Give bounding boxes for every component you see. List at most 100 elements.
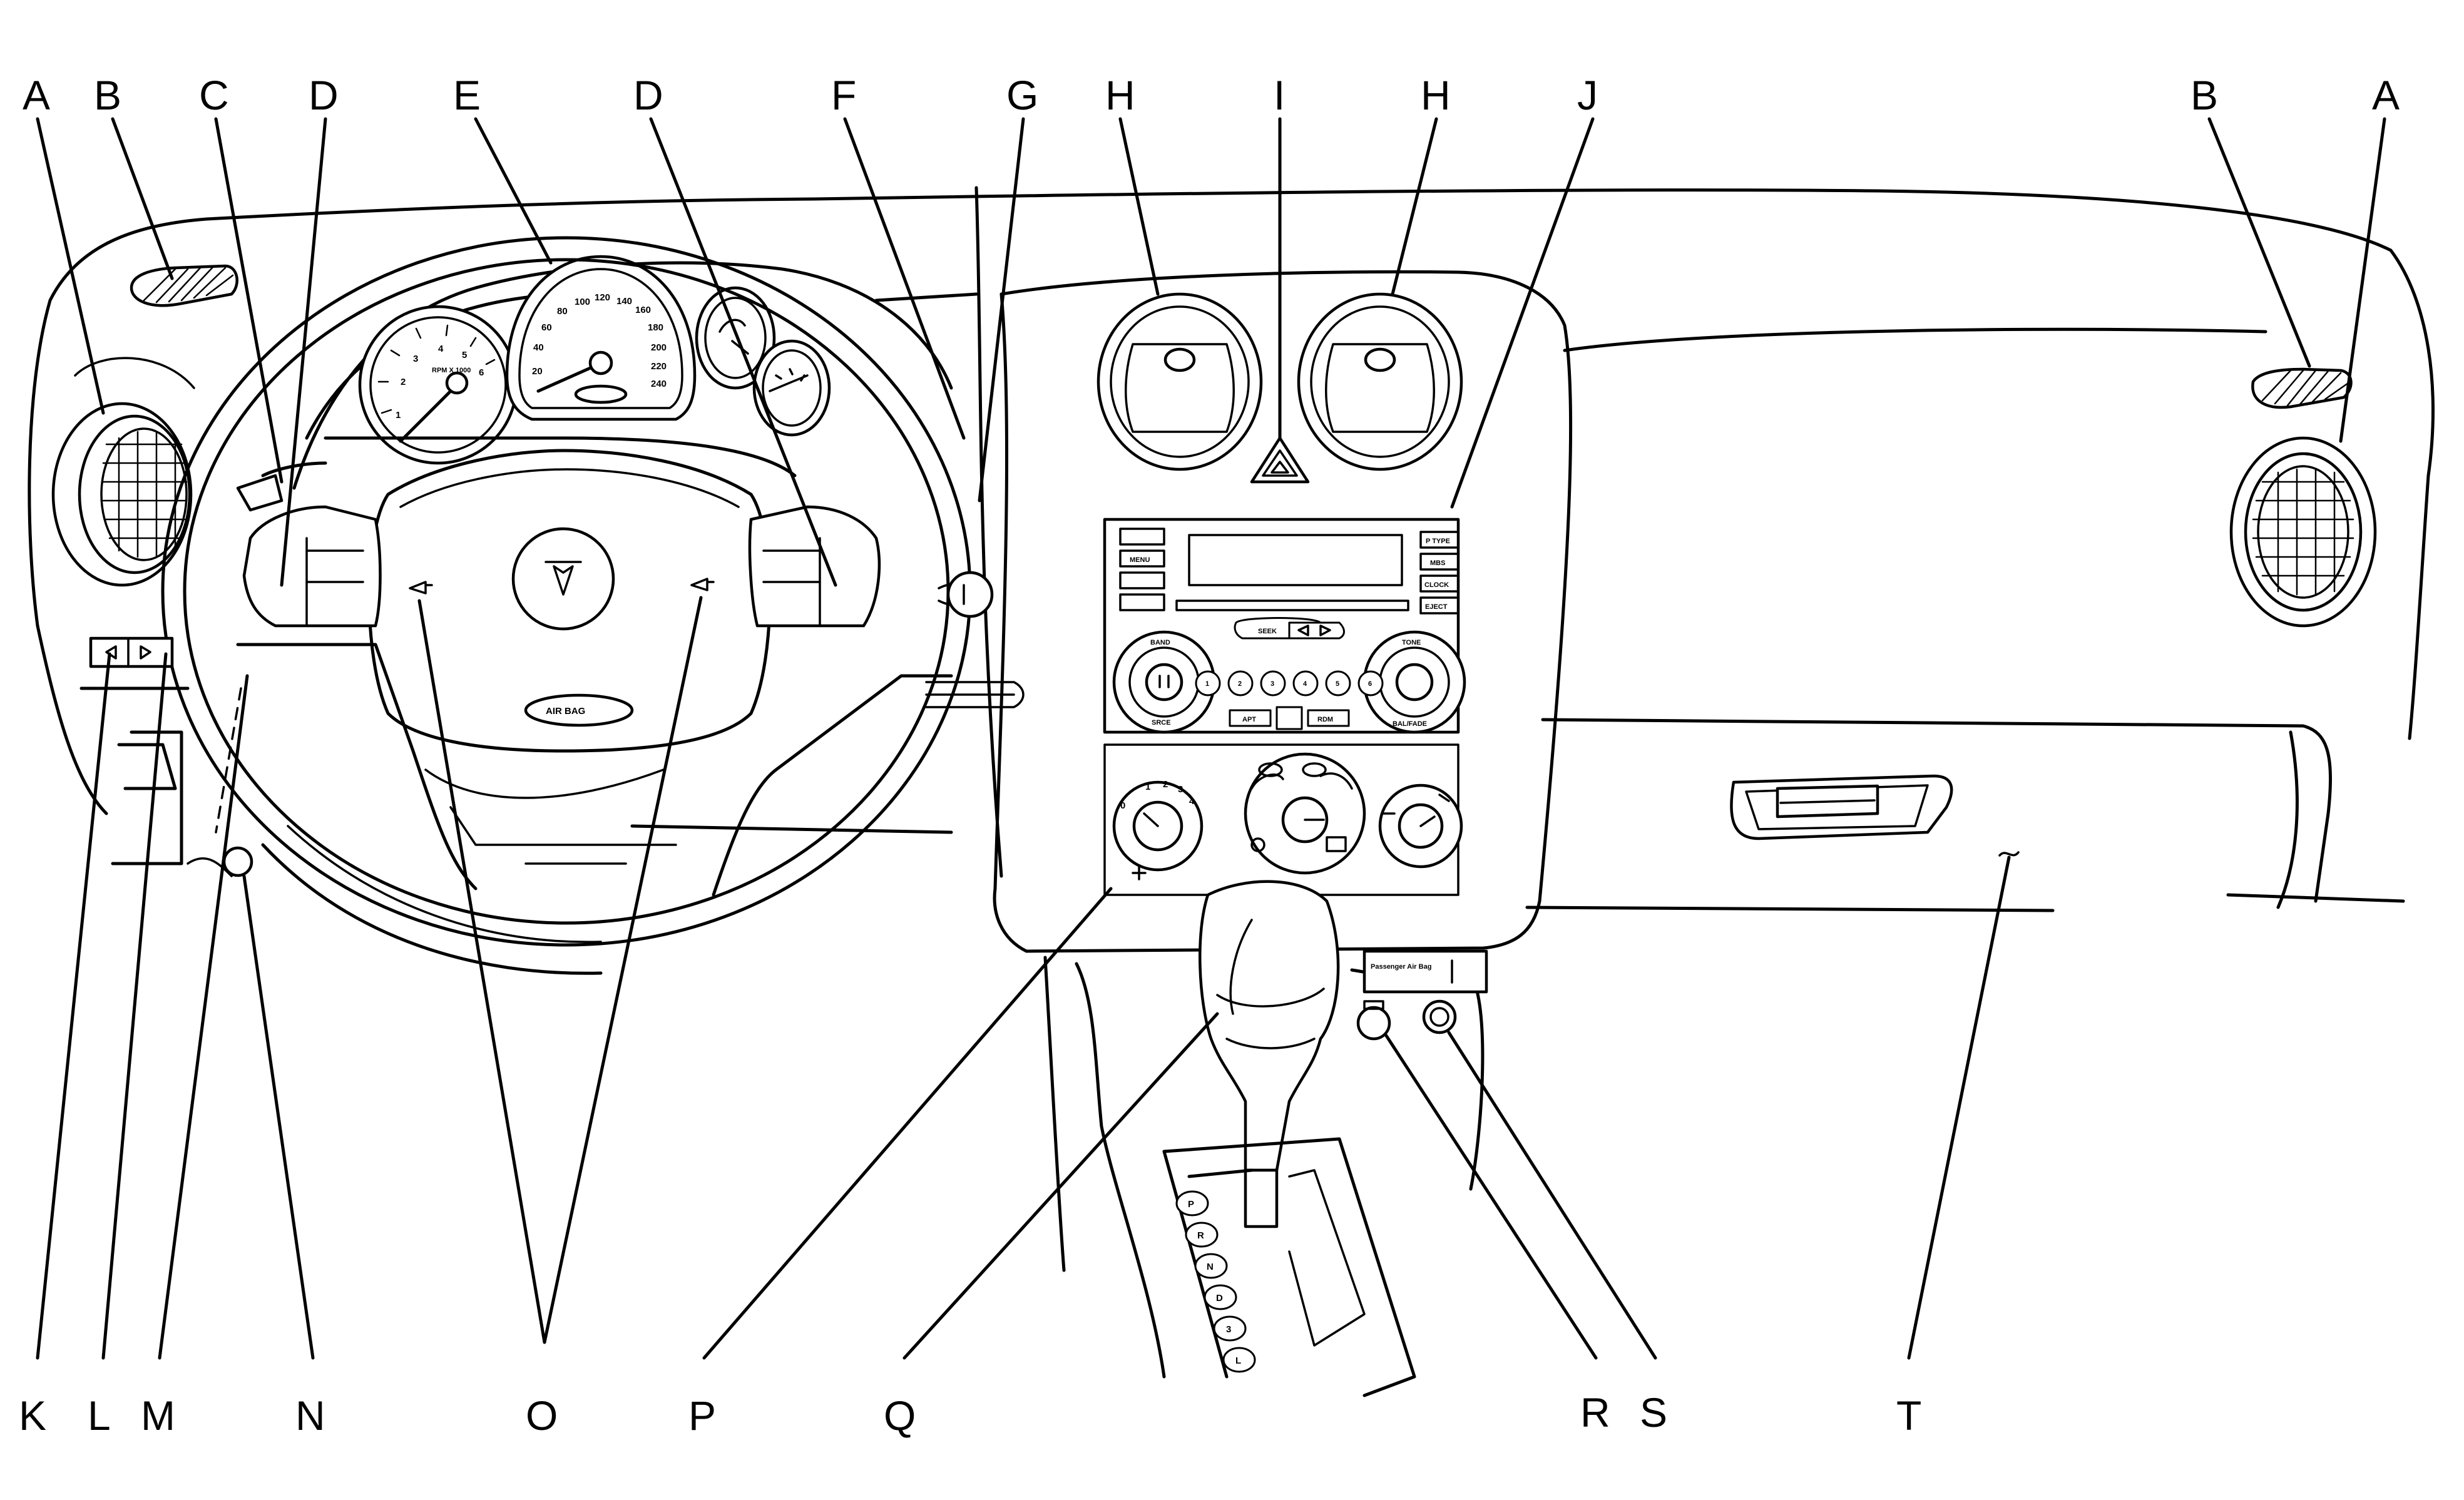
speedo-tick-180: 180 [648,322,663,333]
callout-D-left: D [309,72,339,118]
callout-F: F [831,72,856,118]
callout-S: S [1640,1389,1667,1436]
leader-A-right [2339,117,2386,443]
fan-speed-knob: 0 1 2 3 4 [1112,779,1204,880]
speedometer: 20 40 60 80 100 120 140 160 180 200 220 … [505,255,697,421]
airbag-label: AIR BAG [546,706,585,717]
airbag-badge: AIR BAG [524,693,634,727]
leader-H-right [1391,117,1438,296]
leader-R [1384,1034,1598,1360]
preset-1: 1 [1205,680,1209,688]
callout-D-right: D [633,72,663,118]
callout-T: T [1896,1392,1921,1439]
power-outlet [1356,1000,1391,1041]
center-left-vent [1097,292,1263,471]
radio-right-knob: TONE BAL/FADE [1362,630,1466,734]
speedo-tick-200: 200 [651,342,667,353]
leader-A-left [36,117,105,415]
leader-P [702,887,1113,1360]
leader-O-right [543,596,703,1344]
preset-5: 5 [1336,680,1339,688]
preset-6: 6 [1368,680,1372,688]
tach-units: RPM X 1000 [432,367,471,374]
left-spoke-controls [236,474,382,628]
radio-menu-label: MENU [1130,556,1150,564]
leader-B-right [2207,117,2311,368]
radio-apt-label: APT [1242,716,1256,723]
speedo-tick-100: 100 [575,297,590,307]
tach-tick-5: 5 [462,350,467,360]
callout-I: I [1274,72,1285,118]
leader-T [1907,855,2011,1360]
gear-3: 3 [1226,1324,1231,1335]
leader-F [843,117,966,440]
leader-D-right [649,117,837,587]
center-right-vent [1297,292,1463,471]
radio-rdm-label: RDM [1317,716,1333,723]
callout-A-left: A [23,72,50,118]
fan-tick-1: 1 [1145,782,1150,792]
radio-band-label: BAND [1150,639,1170,646]
radio-preset-buttons: 1 2 3 4 5 6 [1195,670,1384,696]
shift-lever [1199,880,1340,1228]
speedo-tick-20: 20 [532,366,543,377]
leader-lines [36,117,2386,1360]
left-air-vent [51,357,195,587]
callout-C: C [199,72,229,118]
glove-box [1730,774,2020,857]
speedo-tick-120: 120 [595,292,610,303]
radio-ptype-label: P TYPE [1426,538,1450,545]
leader-D-left [280,117,327,587]
speedo-tick-240: 240 [651,379,667,389]
speedo-tick-140: 140 [616,296,632,307]
gear-positions: P R N D 3 L [1175,1190,1256,1373]
gear-D: D [1216,1293,1223,1304]
radio-srce-label: SRCE [1152,719,1171,727]
preset-3: 3 [1270,680,1274,688]
leader-O-left [417,599,546,1344]
left-defroster-outlet [130,264,238,307]
callout-E: E [453,72,481,118]
radio-tone-label: TONE [1402,639,1421,646]
leader-E [474,117,553,265]
gear-N: N [1207,1262,1214,1272]
speedo-tick-80: 80 [557,306,568,317]
preset-4: 4 [1303,680,1307,688]
leader-Q [902,1012,1219,1360]
callout-M: M [141,1392,175,1439]
fan-tick-4: 4 [1189,796,1195,807]
speedo-tick-40: 40 [533,342,544,353]
speedo-tick-160: 160 [635,305,651,315]
callout-A-right: A [2372,72,2400,118]
callout-L: L [88,1392,111,1439]
horn-icons [409,578,715,594]
mode-knob [1244,752,1366,875]
tach-tick-2: 2 [401,377,406,387]
callout-H-right: H [1421,72,1451,118]
radio-mbs-label: MBS [1430,559,1445,567]
audio-system: MENU P TYPE MBS CLOCK EJECT SEEK BAND SR… [1103,518,1466,734]
callout-Q: Q [884,1392,916,1439]
tach-tick-4: 4 [438,344,444,354]
tach-tick-3: 3 [413,354,418,364]
tachometer: 1 2 3 4 5 6 RPM X 1000 [358,305,518,465]
right-spoke-controls [748,505,881,628]
fan-tick-3: 3 [1178,784,1183,795]
right-defroster-outlet [2251,367,2353,409]
preset-2: 2 [1238,680,1242,688]
callout-K: K [19,1392,46,1439]
climate-controls: 0 1 2 3 4 [1103,743,1463,896]
callout-B-left: B [94,72,121,118]
callout-J: J [1577,72,1598,118]
callout-N: N [295,1392,325,1439]
radio-balfade-label: BAL/FADE [1393,720,1427,728]
tach-tick-1: 1 [396,410,401,421]
radio-left-knob: BAND SRCE [1112,630,1216,734]
traction-control-button [1422,999,1457,1034]
radio-clock-label: CLOCK [1424,581,1449,589]
fan-tick-0: 0 [1120,800,1125,811]
gear-L: L [1235,1355,1241,1366]
temperature-knob [1378,783,1463,869]
steering-wheel: AIR BAG [161,236,972,975]
